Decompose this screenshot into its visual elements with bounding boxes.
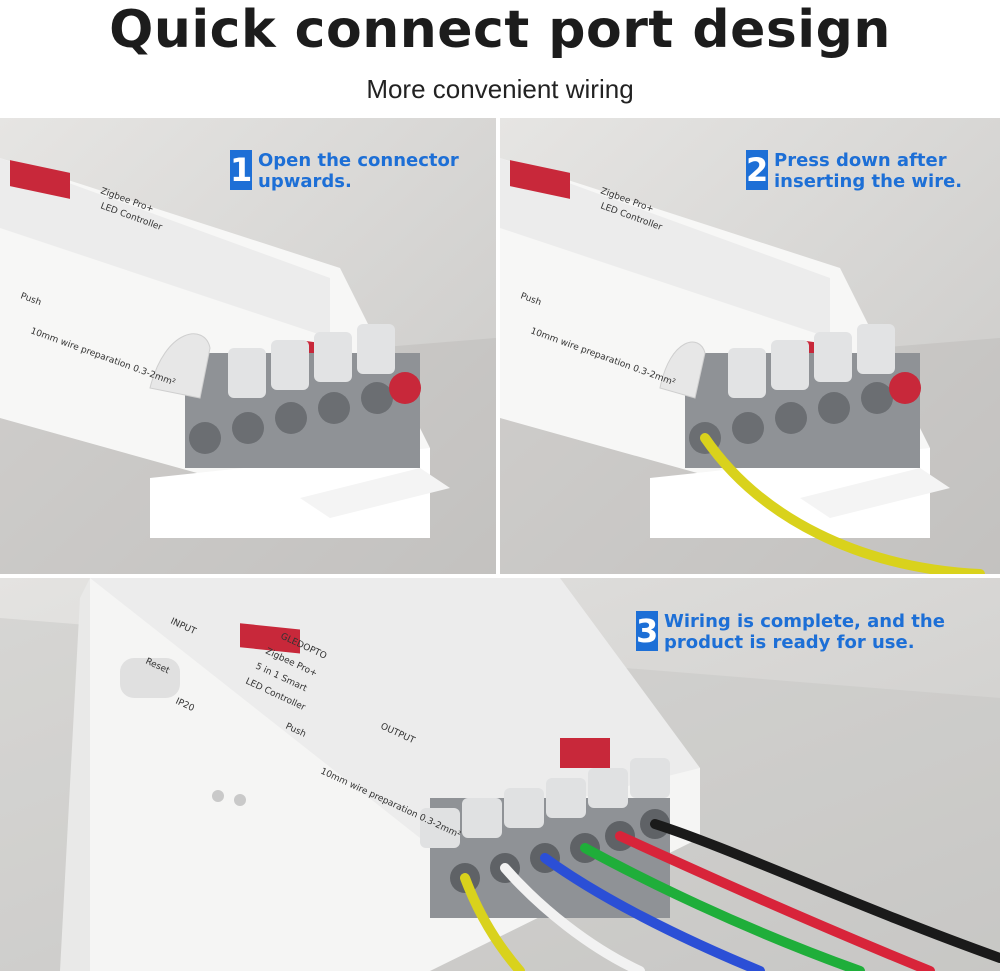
page-subtitle: More convenient wiring xyxy=(366,74,634,104)
page-title: Quick connect port design xyxy=(109,0,891,60)
step-2-photo: Zigbee Pro+ LED Controller 10mm wire pre… xyxy=(500,118,1000,574)
step-2-number: 2 xyxy=(746,150,769,190)
step-3-number: 3 xyxy=(636,611,659,651)
step-2-illustration: Zigbee Pro+ LED Controller 10mm wire pre… xyxy=(500,118,1000,574)
step-3-photo: GLEDOPTO Zigbee Pro+ 5 in 1 Smart LED Co… xyxy=(0,578,1000,971)
step-2-text: Press down after inserting the wire. xyxy=(774,150,963,192)
step-1-illustration: Zigbee Pro+ LED Controller 10mm wire pre… xyxy=(0,118,496,574)
step-1-number: 1 xyxy=(230,150,253,190)
step-2-callout: 2 Press down after inserting the wire. xyxy=(746,150,962,192)
step-3-illustration: GLEDOPTO Zigbee Pro+ 5 in 1 Smart LED Co… xyxy=(0,578,1000,971)
step-3-text: Wiring is complete, and the product is r… xyxy=(664,611,945,653)
step-3-callout: 3 Wiring is complete, and the product is… xyxy=(636,611,945,653)
step-1-photo: Zigbee Pro+ LED Controller 10mm wire pre… xyxy=(0,118,496,574)
step-1-callout: 1 Open the connector upwards. xyxy=(230,150,459,192)
step-1-text: Open the connector upwards. xyxy=(258,150,459,192)
